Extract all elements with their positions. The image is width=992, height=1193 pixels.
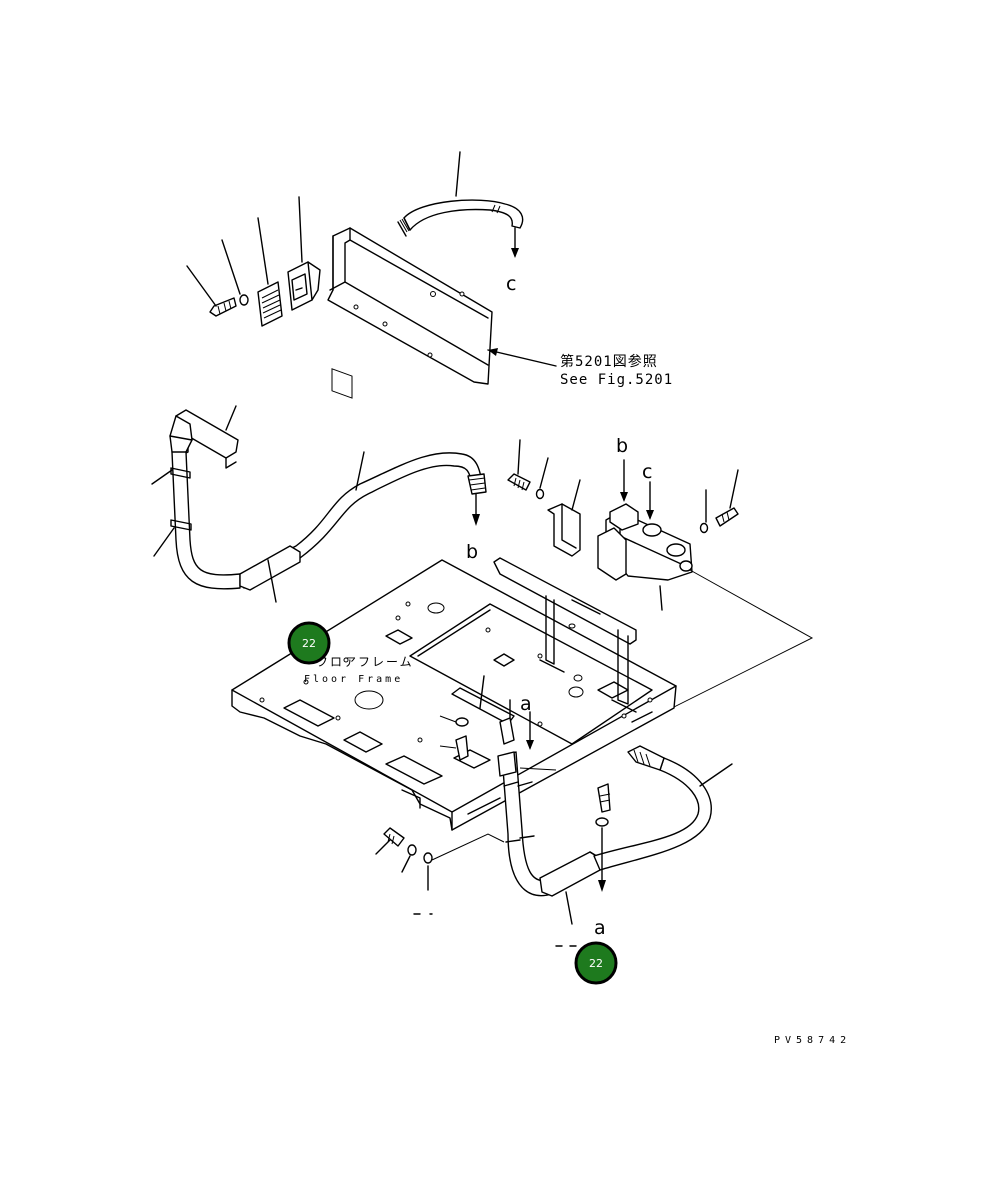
frame-stand-bracket <box>493 557 637 645</box>
upper-duct-assembly <box>186 151 557 399</box>
callout-c-right: c <box>642 461 652 483</box>
badge-22-upper[interactable]: 22 <box>287 621 331 665</box>
reference-jp: 第5201図参照 <box>560 353 658 370</box>
vent-frame <box>287 261 313 311</box>
panel-opening <box>331 368 353 399</box>
vent-grille <box>257 281 283 327</box>
valve-assembly <box>507 439 814 771</box>
callout-a-top: a <box>520 693 532 715</box>
callout-c-top: c <box>506 273 516 295</box>
bent-air-hose <box>403 199 524 231</box>
floor-frame-label-jp: フロアフレーム <box>316 655 414 669</box>
washer-top <box>239 294 249 306</box>
bolt-valve-right <box>715 507 739 527</box>
left-duct-assembly <box>151 405 487 603</box>
reference-en: See Fig.5201 <box>560 372 673 388</box>
u-bracket <box>547 503 581 557</box>
callout-b-right: b <box>616 435 628 457</box>
lower-long-hose <box>593 757 712 871</box>
badge-label: 22 <box>589 957 603 970</box>
lower-bolt-right <box>597 783 611 813</box>
floor-frame-label-en: Floor Frame <box>304 674 403 685</box>
floor-frame <box>231 557 677 831</box>
badge-label: 22 <box>302 637 316 650</box>
callout-a-bottom: a <box>594 917 606 939</box>
drawing-number: PV58742 <box>774 1035 851 1046</box>
lower-hose-assembly <box>375 699 733 947</box>
badge-22-lower[interactable]: 22 <box>574 941 618 985</box>
callout-b-left: b <box>466 541 478 563</box>
duct-panel <box>327 227 493 385</box>
lower-hose-sleeve <box>539 851 601 897</box>
badge-circle <box>574 941 618 985</box>
badge-circle <box>287 621 331 665</box>
bolt-top <box>209 297 237 317</box>
